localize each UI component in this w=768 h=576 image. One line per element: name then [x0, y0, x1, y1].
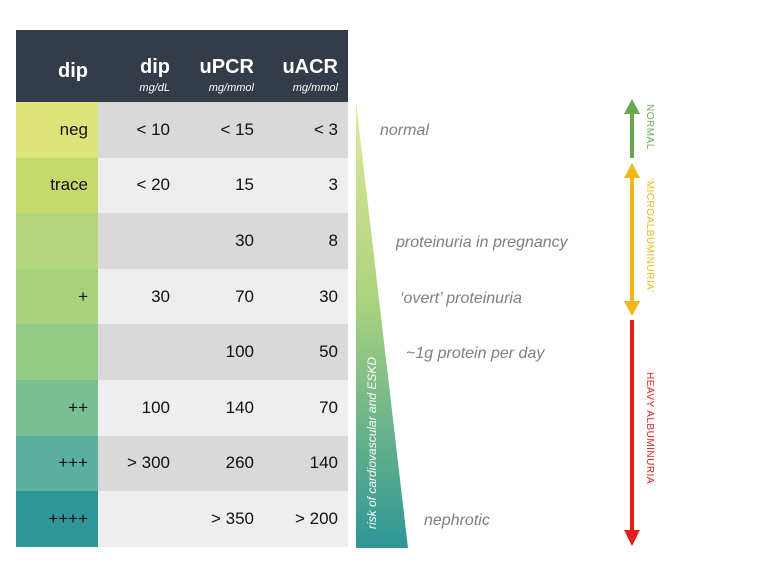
protein-table: dip dip mg/dL uPCR mg/mmol uACR mg/mmol …	[16, 30, 348, 547]
risk-wedge	[356, 102, 408, 548]
dip-cell: ++	[16, 379, 98, 436]
dip-mgdl-cell: 30	[98, 268, 180, 325]
dip-cell: +	[16, 268, 98, 325]
table-row: 30 8	[16, 213, 348, 269]
annotation-per-day: ~1g protein per day	[406, 345, 545, 362]
dip-mgdl-cell: < 20	[98, 157, 180, 214]
header-unit: mg/mmol	[292, 82, 338, 94]
header-dip: dip	[16, 30, 98, 102]
header-upcr: uPCR mg/mmol	[180, 30, 264, 102]
dip-cell: neg	[16, 102, 98, 158]
header-title: dip	[58, 60, 88, 82]
upcr-cell: > 350	[180, 491, 264, 547]
heavy-albuminuria-arrow	[624, 320, 640, 546]
uacr-cell: < 3	[264, 102, 348, 158]
upcr-cell: 100	[180, 324, 264, 380]
dip-mgdl-cell	[98, 324, 180, 380]
uacr-cell: 70	[264, 379, 348, 436]
table-row: ++ 100 140 70	[16, 379, 348, 436]
microalbuminuria-arrow	[624, 163, 640, 316]
table-row: + 30 70 30	[16, 268, 348, 325]
dip-cell: ++++	[16, 491, 98, 547]
annotation-overt: ‘overt’ proteinuria	[400, 290, 522, 307]
dip-cell	[16, 213, 98, 269]
annotation-pregnancy: proteinuria in pregnancy	[396, 234, 568, 251]
uacr-cell: > 200	[264, 491, 348, 547]
table-row: +++ > 300 260 140	[16, 435, 348, 492]
uacr-cell: 140	[264, 435, 348, 492]
upcr-cell: 70	[180, 268, 264, 325]
annotation-normal: normal	[380, 122, 429, 139]
upcr-cell: 140	[180, 379, 264, 436]
uacr-cell: 3	[264, 157, 348, 214]
label-normal: NORMAL	[644, 104, 655, 150]
risk-label: risk of cardiovascular and ESKD	[365, 356, 379, 529]
uacr-cell: 50	[264, 324, 348, 380]
upcr-cell: 260	[180, 435, 264, 492]
header-unit: mg/dL	[139, 82, 170, 94]
header-uacr: uACR mg/mmol	[264, 30, 348, 102]
dip-mgdl-cell	[98, 491, 180, 547]
table-row: ++++ > 350 > 200	[16, 491, 348, 547]
table-row: neg < 10 < 15 < 3	[16, 102, 348, 158]
header-unit: mg/mmol	[208, 82, 254, 94]
uacr-cell: 30	[264, 268, 348, 325]
table-row: 100 50	[16, 324, 348, 380]
table-row: trace < 20 15 3	[16, 157, 348, 214]
upcr-cell: 15	[180, 157, 264, 214]
dip-cell: +++	[16, 435, 98, 492]
label-microalbuminuria: ‘MICROALBUMINURIA’	[644, 178, 655, 293]
upcr-cell: < 15	[180, 102, 264, 158]
dip-mgdl-cell: < 10	[98, 102, 180, 158]
header-title: uPCR	[199, 56, 254, 78]
upcr-cell: 30	[180, 213, 264, 269]
dip-mgdl-cell: 100	[98, 379, 180, 436]
dip-mgdl-cell: > 300	[98, 435, 180, 492]
table-header: dip dip mg/dL uPCR mg/mmol uACR mg/mmol	[16, 30, 348, 102]
header-dip-mgdl: dip mg/dL	[98, 30, 180, 102]
annotation-nephrotic: nephrotic	[424, 512, 490, 529]
header-title: uACR	[282, 56, 338, 78]
header-title: dip	[140, 56, 170, 78]
dip-cell: trace	[16, 157, 98, 214]
dip-cell	[16, 324, 98, 380]
label-heavy-albuminuria: HEAVY ALBUMINURIA	[644, 372, 655, 485]
normal-arrow	[624, 99, 640, 158]
uacr-cell: 8	[264, 213, 348, 269]
dip-mgdl-cell	[98, 213, 180, 269]
